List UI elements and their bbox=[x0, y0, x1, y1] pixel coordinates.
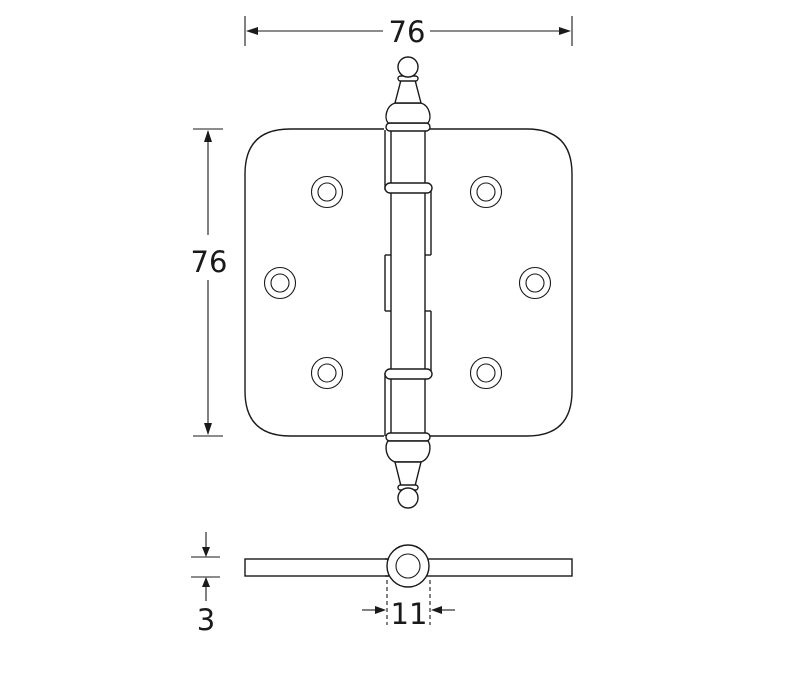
screw-hole-icon bbox=[469, 356, 503, 390]
knuckle-diameter-label: 11 bbox=[391, 597, 428, 631]
screw-hole-icon bbox=[310, 356, 344, 390]
width-dimension: 76 bbox=[244, 15, 573, 49]
bottom-finial bbox=[385, 440, 431, 509]
top-finial bbox=[385, 56, 431, 124]
thickness-dimension: 3 bbox=[191, 532, 220, 637]
thickness-label: 3 bbox=[197, 603, 215, 637]
hinge-front-view bbox=[244, 56, 573, 509]
screw-hole-icon bbox=[518, 266, 552, 300]
hinge-knuckle bbox=[384, 122, 433, 442]
screw-hole-icon bbox=[310, 175, 344, 209]
knuckle-diameter-dimension: 11 bbox=[362, 580, 455, 631]
width-label: 76 bbox=[389, 15, 426, 49]
height-dimension: 76 bbox=[191, 128, 228, 437]
hinge-plate bbox=[244, 128, 573, 437]
height-label: 76 bbox=[191, 245, 228, 279]
hinge-top-view bbox=[244, 544, 573, 588]
screw-hole-icon bbox=[469, 175, 503, 209]
screw-holes bbox=[263, 175, 552, 390]
screw-hole-icon bbox=[263, 266, 297, 300]
